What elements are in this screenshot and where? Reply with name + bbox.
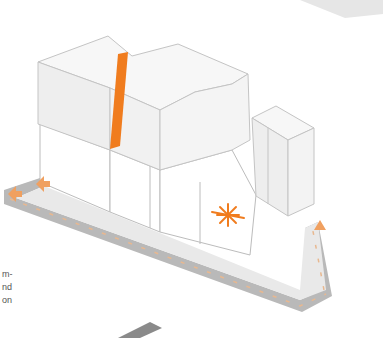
ground-band: [118, 322, 162, 338]
caption-fragment: nd: [2, 282, 12, 292]
orange-strip: [110, 52, 128, 149]
entrance-burst: [212, 204, 244, 226]
access-arrow: [8, 176, 326, 230]
upper-volume: [38, 36, 250, 170]
ground-band: [300, 0, 383, 18]
caption-fragment: m-: [2, 269, 13, 279]
tower: [252, 106, 314, 216]
caption-fragment: on: [2, 295, 12, 305]
